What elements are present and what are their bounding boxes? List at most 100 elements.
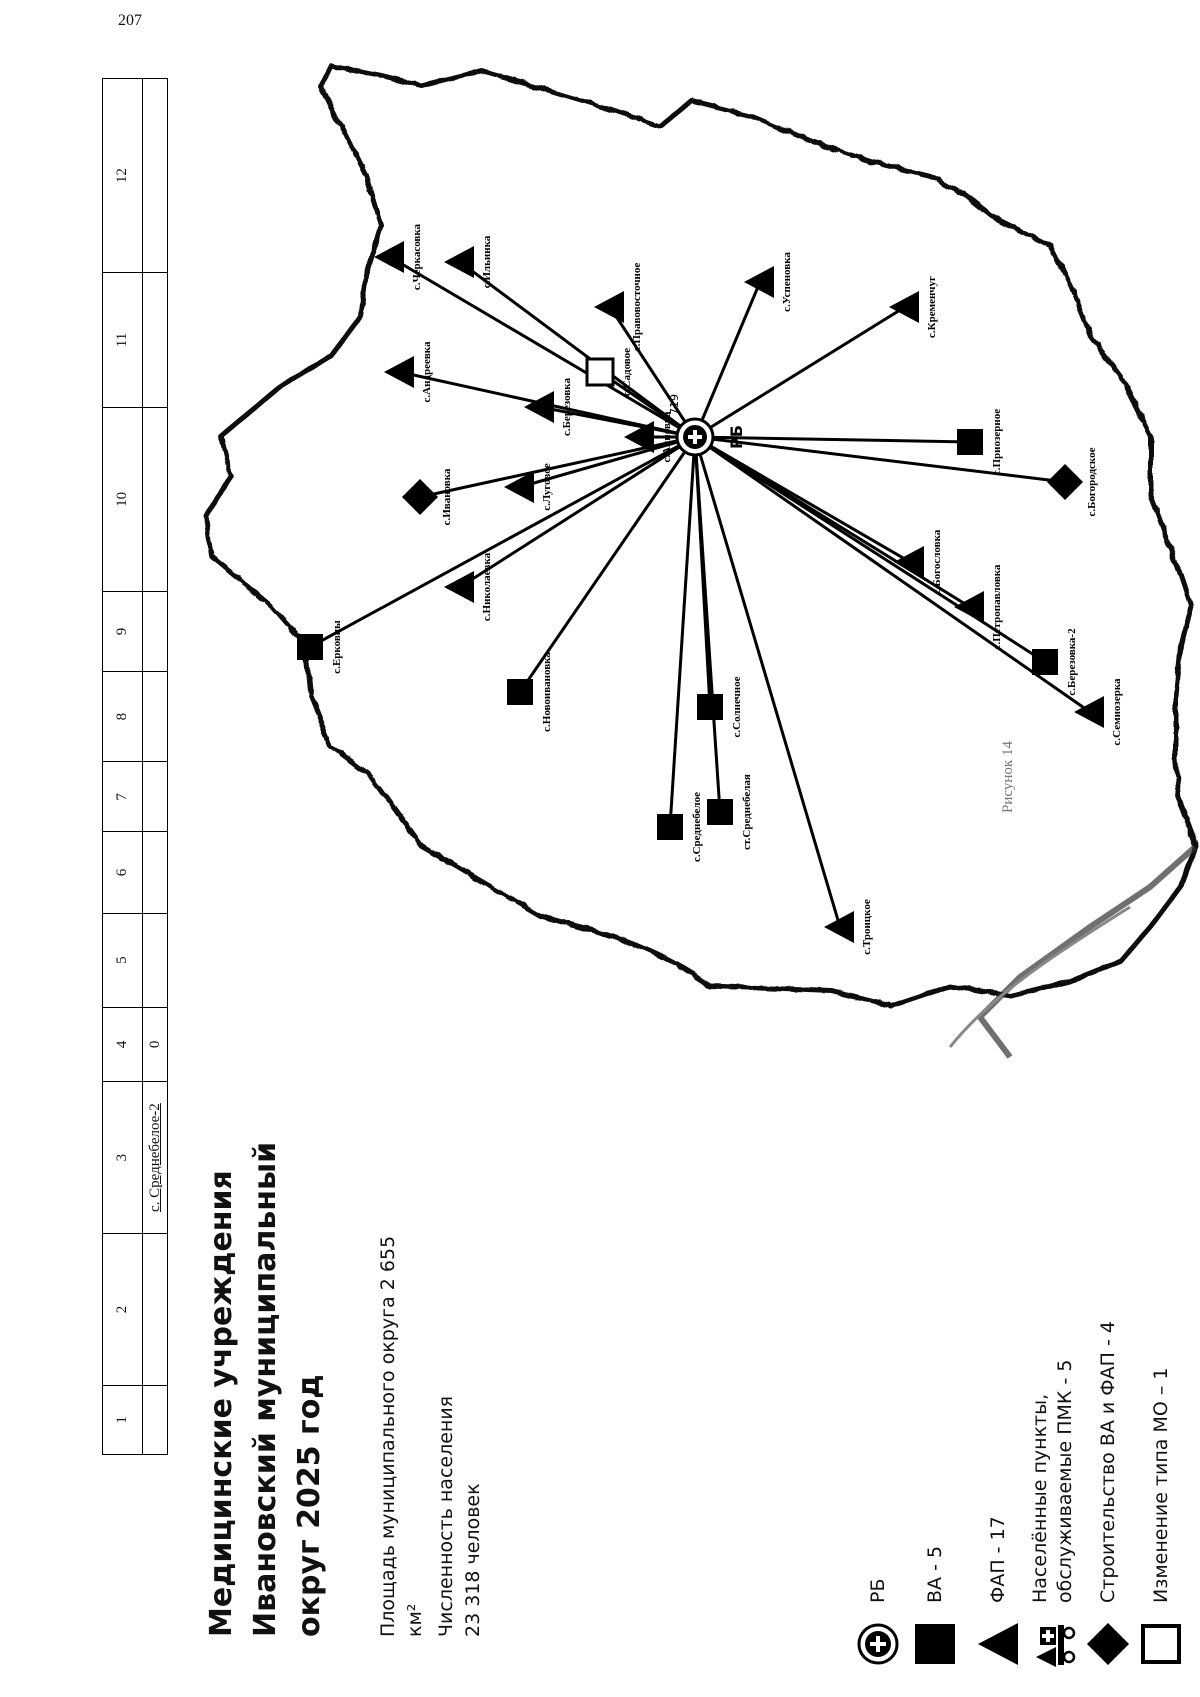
site-label: с.Кременчуг — [926, 276, 938, 338]
legend-item-rb: РБ — [855, 1579, 901, 1668]
table-header-cell: 12 — [102, 78, 143, 273]
square-outline-icon — [1141, 1624, 1181, 1664]
map-link-line — [694, 435, 1066, 484]
table-cell — [142, 1233, 168, 1386]
va-square-marker — [507, 679, 533, 705]
map-link-line — [694, 305, 906, 439]
legend-label: Населённые пункты, обслуживаемые ПМК - 5 — [1029, 1359, 1076, 1603]
site-label: с.Семиозерка — [1111, 678, 1123, 746]
site-label: с.Ерковцы — [331, 620, 343, 674]
site-label: с.Петропавловка — [991, 564, 1003, 649]
square-filled-icon — [915, 1624, 955, 1664]
map-link-line — [668, 436, 697, 828]
map-sites: с.Троицкое с.Среднебелое ст.Среднебелая с.С… — [297, 223, 1123, 955]
site-label: с.Троицкое — [861, 899, 873, 955]
va-square-marker — [1032, 649, 1058, 675]
table-cell — [142, 913, 168, 1008]
site-label: с.Приозерное — [991, 409, 1003, 475]
map-link-line — [608, 306, 697, 438]
fap-triangle-marker — [954, 591, 984, 623]
fap-triangle-marker — [594, 291, 624, 323]
river-border — [976, 844, 1197, 1059]
fap-triangle-marker — [894, 546, 924, 578]
table-cell: с. Среднебелое-2 — [142, 1081, 168, 1234]
table-header-cell: 5 — [102, 913, 143, 1008]
site-label: с.Николаевка — [481, 552, 493, 621]
fap-triangle-marker — [504, 471, 534, 503]
table-header-cell: 2 — [102, 1233, 143, 1386]
map-link-line — [693, 436, 712, 708]
table-cell — [142, 407, 168, 592]
population-stat: Численность населения 23 318 человек — [433, 1217, 487, 1637]
table-header-cell: 1 — [102, 1385, 143, 1455]
table-header-cell: 8 — [102, 671, 143, 762]
fap-triangle-marker — [384, 356, 414, 388]
center-label: РБ — [727, 425, 746, 449]
site-label: с.Солнечное — [731, 676, 743, 737]
table-header-cell: 9 — [102, 591, 143, 672]
area-label: Площадь муниципального округа 2 655 км² — [377, 1235, 426, 1637]
site-label: с.Богословка — [931, 529, 943, 594]
mobile-unit-icon — [1036, 1625, 1076, 1667]
fap-triangle-marker — [444, 246, 474, 278]
construction-diamond-marker — [1047, 464, 1083, 500]
population-value: 23 318 человек — [462, 1483, 484, 1637]
fap-triangle-marker — [889, 291, 919, 323]
table-cell — [142, 591, 168, 672]
site-label: ст.Среднебелая — [741, 774, 753, 850]
va-square-marker — [957, 429, 983, 455]
site-label: с.Андреевка — [421, 341, 433, 402]
map-center: РБ 719 — [668, 394, 746, 457]
site-label: с.Богородское — [1086, 447, 1098, 516]
map-link-line — [389, 255, 696, 439]
site-label: с.Березовка — [561, 378, 573, 436]
table-header-cell: 6 — [102, 831, 143, 914]
legend-item-type-change: Изменение типа МО – 1 — [1138, 1368, 1184, 1668]
site-label: с.Новоивановка — [541, 652, 553, 732]
legend-item-pmk: Населённые пункты, обслуживаемые ПМК - 5 — [1028, 1303, 1078, 1667]
table-header-cell: 3 — [102, 1081, 143, 1234]
map-link-line — [309, 435, 696, 649]
legend-label: Изменение типа МО – 1 — [1149, 1367, 1172, 1604]
map-link-line — [459, 435, 696, 589]
legend-item-construction: Строительство ВА и ФАП - 4 — [1085, 1321, 1131, 1667]
figure-caption: Рисунок 14 — [1000, 741, 1016, 813]
map-link-line — [459, 260, 696, 439]
site-label: с.Луговое — [541, 463, 553, 510]
table-cell — [142, 78, 168, 273]
area-stat: Площадь муниципального округа 2 655 км² — [375, 1217, 429, 1637]
type-change-square-marker — [585, 357, 615, 387]
map-link-line — [518, 436, 697, 693]
legend-label: Строительство ВА и ФАП - 4 — [1096, 1321, 1119, 1603]
hospital-circle-plus-icon — [857, 1623, 899, 1665]
table-header-cell: 4 — [102, 1007, 143, 1082]
site-label: с.Черкасовка — [411, 223, 423, 290]
table-cell — [142, 831, 168, 914]
table-header-cell: 11 — [102, 272, 143, 408]
page-title: Медицинские учреждения Ивановский муници… — [204, 1141, 327, 1637]
map-link-line — [693, 436, 842, 928]
map-link-line — [694, 435, 1091, 714]
table-cell — [142, 671, 168, 762]
table-cell — [142, 1385, 168, 1455]
site-label: с.Среднебелое — [691, 792, 703, 862]
diamond-filled-icon — [1087, 1623, 1129, 1665]
map-link-line — [519, 435, 696, 489]
legend-label: ВА - 5 — [923, 1545, 946, 1603]
table-header-row: 1 2 3 4 5 6 7 8 9 10 11 12 — [102, 78, 143, 1455]
fap-triangle-marker — [824, 911, 854, 943]
page-number: 207 — [118, 12, 142, 29]
site-label: с.Ильинка — [481, 235, 493, 288]
table-cell — [142, 272, 168, 408]
va-square-marker — [697, 694, 723, 720]
site-label: с.Ивановка — [441, 468, 453, 525]
site-label: с.Березовка-2 — [1066, 628, 1078, 696]
va-square-marker — [297, 634, 323, 660]
triangle-filled-icon — [978, 1623, 1018, 1665]
map-link-line — [694, 435, 971, 444]
map-link-line — [694, 435, 1046, 664]
table-cell — [142, 761, 168, 832]
fap-triangle-marker — [624, 421, 654, 453]
fap-triangle-marker — [524, 391, 554, 423]
